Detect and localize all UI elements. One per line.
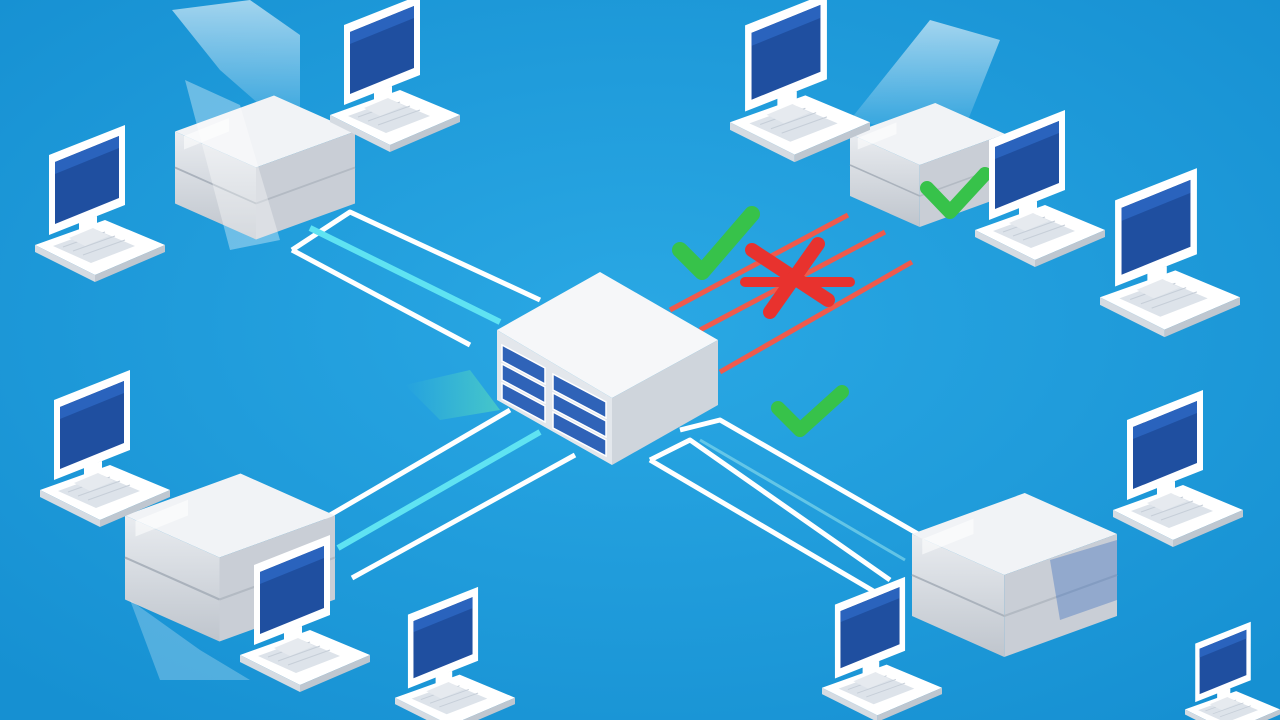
server-bottom-right (910, 491, 1119, 659)
network-links (290, 209, 927, 595)
link-hub-server-top-left (290, 209, 542, 348)
server-top-left (172, 0, 356, 250)
server-bottom-left (123, 472, 337, 680)
link-hub-server-bottom-left (323, 370, 577, 581)
server-top-right (849, 20, 1006, 228)
check-mark-icon (771, 385, 849, 437)
check-mark-icon (672, 206, 760, 280)
check-mark-icon (920, 167, 992, 219)
cross-mark-icon (740, 237, 855, 319)
central-hub (497, 272, 718, 465)
link-hub-server-bottom-right (648, 417, 927, 595)
